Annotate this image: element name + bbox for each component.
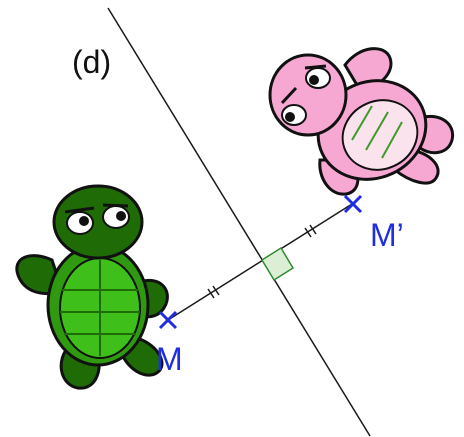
- point-m-prime-cross-mark: [343, 194, 363, 214]
- right-angle-marker: [260, 246, 295, 282]
- pink-turtle-illustration: [268, 47, 455, 196]
- point-m-label: M: [156, 341, 183, 377]
- point-m-prime-label: M’: [370, 217, 404, 253]
- equal-length-ticks-right: [304, 224, 317, 238]
- point-m-cross-mark: [158, 310, 178, 330]
- green-turtle-illustration: [15, 184, 169, 390]
- equal-length-ticks-left: [207, 285, 220, 299]
- line-d: [107, 7, 371, 437]
- segment-mm-prime: [167, 203, 353, 321]
- line-d-label: (d): [72, 44, 111, 80]
